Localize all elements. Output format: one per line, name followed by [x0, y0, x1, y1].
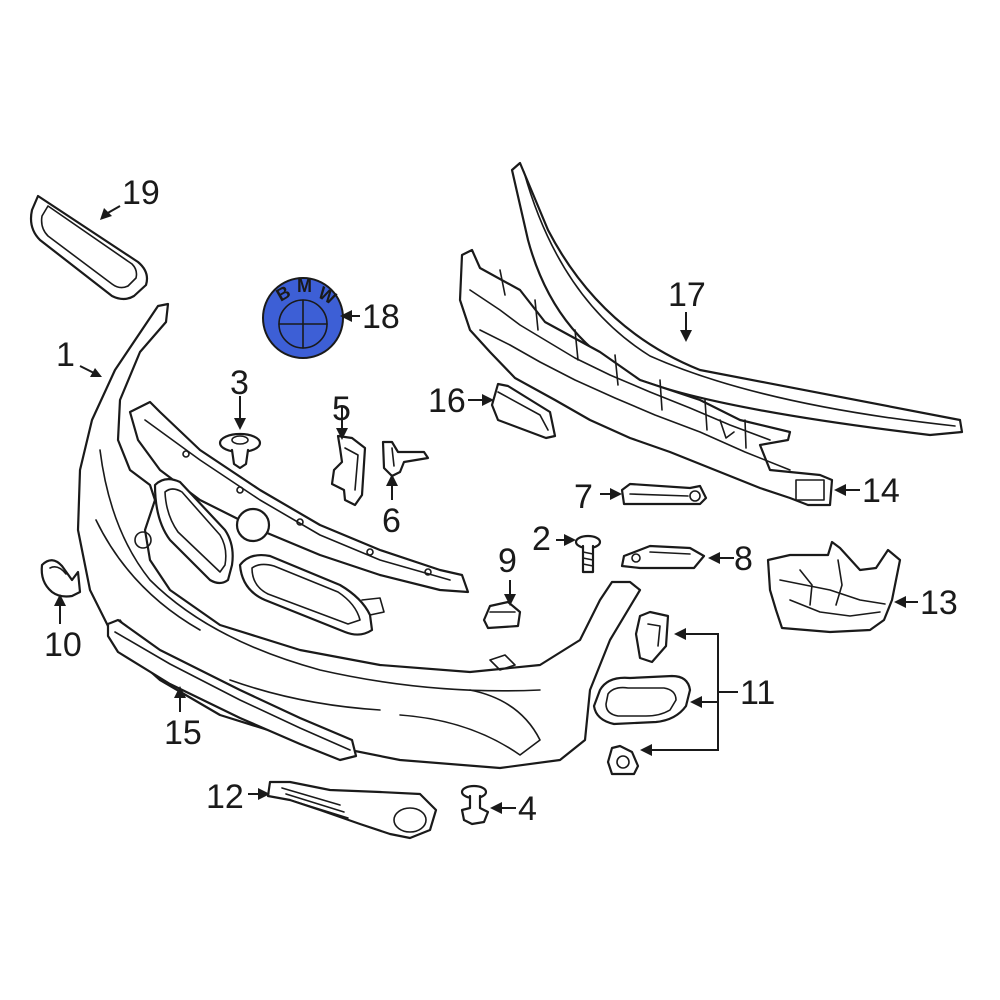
- callout-9: 9: [498, 542, 517, 580]
- part-16-side-bracket[interactable]: [490, 382, 557, 440]
- callout-4: 4: [518, 790, 537, 828]
- callout-numbers: 1 2 3 4 5 6 7 8 9 10 11 12 13 14 15 16 1…: [44, 174, 958, 828]
- part-4-push-clip[interactable]: [460, 784, 490, 826]
- callout-7: 7: [574, 478, 593, 516]
- part-18-emblem[interactable]: B M W: [262, 276, 344, 359]
- callout-1: 1: [56, 336, 75, 374]
- callout-19: 19: [122, 174, 160, 212]
- callout-8: 8: [734, 540, 753, 578]
- kidney-grille: [153, 478, 385, 636]
- leader-lines: [54, 205, 918, 814]
- part-11-fog-bezel-set[interactable]: [592, 610, 692, 776]
- part-10-tow-cap[interactable]: [40, 559, 82, 598]
- part-19-grille-frame[interactable]: [29, 194, 149, 301]
- part-2-screw[interactable]: [574, 534, 602, 574]
- callout-17: 17: [668, 276, 706, 314]
- callout-16: 16: [428, 382, 466, 420]
- part-13-side-bracket[interactable]: [766, 540, 902, 634]
- part-6-small-bracket[interactable]: [381, 440, 430, 478]
- part-17-trim-strip[interactable]: [510, 161, 964, 437]
- part-9-clip[interactable]: [482, 600, 522, 630]
- callout-5: 5: [332, 390, 351, 428]
- part-12-fog-grille[interactable]: [266, 780, 438, 840]
- emblem-letter-m: M: [297, 276, 312, 296]
- callout-15: 15: [164, 714, 202, 752]
- callout-10: 10: [44, 626, 82, 664]
- part-7-guide[interactable]: [620, 482, 708, 506]
- callout-13: 13: [920, 584, 958, 622]
- callout-12: 12: [206, 778, 244, 816]
- part-3-push-clip[interactable]: [218, 432, 262, 470]
- callout-3: 3: [230, 364, 249, 402]
- part-5-bracket[interactable]: [330, 434, 367, 507]
- callout-18: 18: [362, 298, 400, 336]
- part-14-bumper-support[interactable]: [458, 248, 834, 507]
- callout-11: 11: [740, 674, 775, 712]
- part-8-guide[interactable]: [620, 544, 706, 570]
- part-15-lower-trim[interactable]: [106, 618, 358, 762]
- callout-6: 6: [382, 502, 401, 540]
- callout-14: 14: [862, 472, 900, 510]
- callout-2: 2: [532, 520, 551, 558]
